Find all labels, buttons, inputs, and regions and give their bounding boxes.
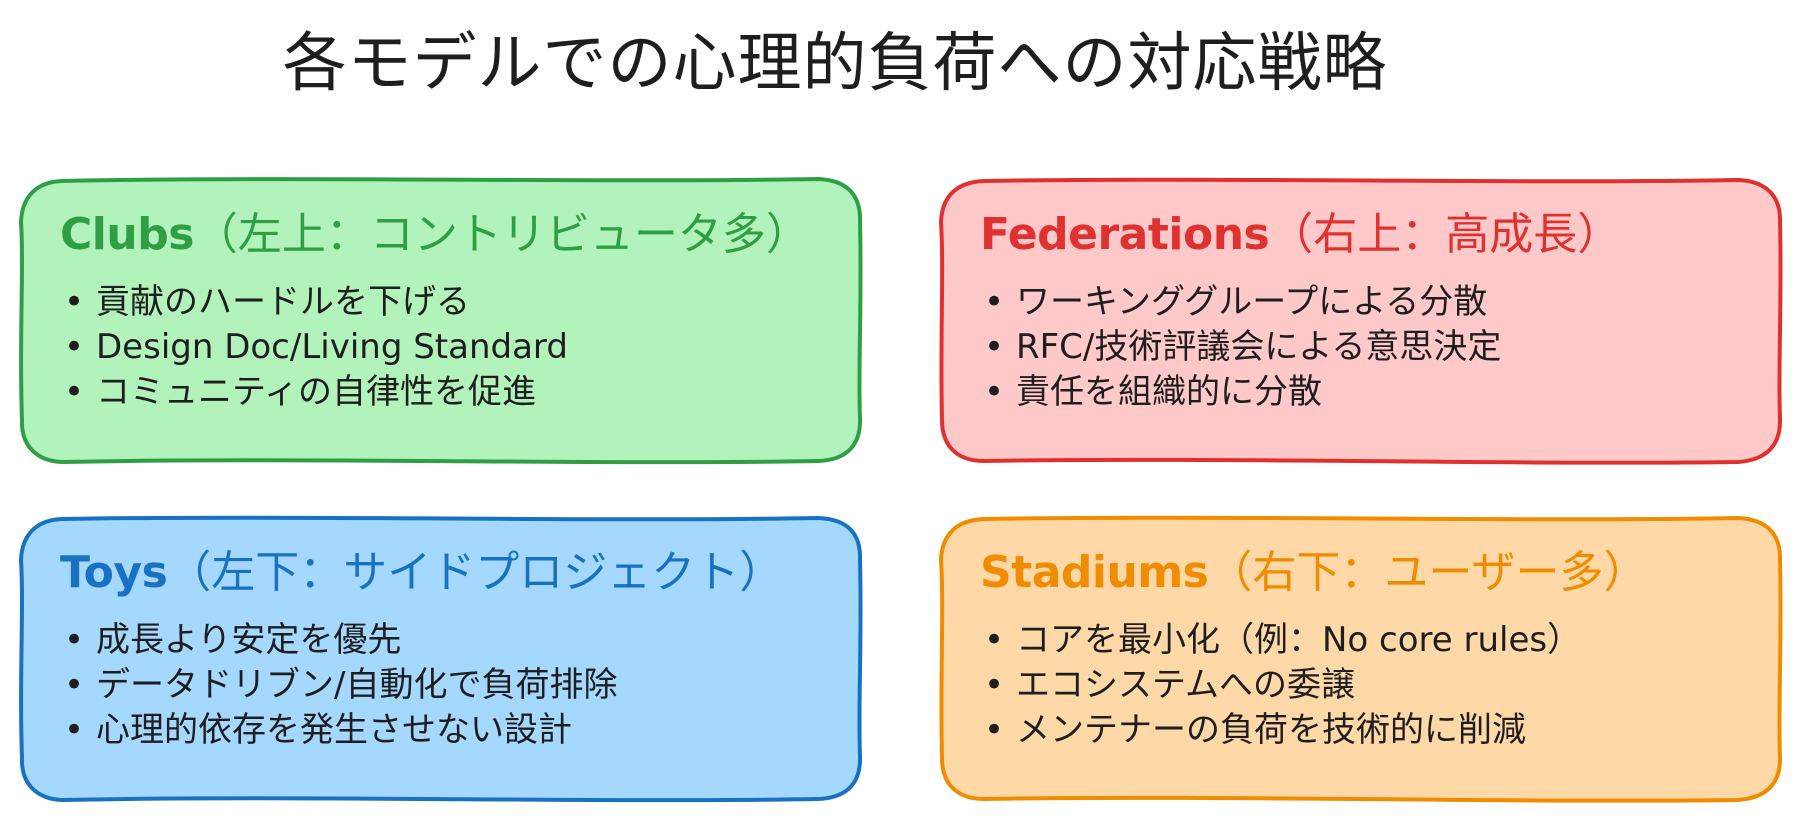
card-name-stadiums: Stadiums: [980, 547, 1209, 598]
list-item: •コアを最小化（例：No core rules）: [980, 618, 1746, 663]
card-federations: Federations（右上：高成長） •ワーキンググループによる分散 •RFC…: [942, 182, 1780, 460]
list-item: •心理的依存を発生させない設計: [60, 708, 826, 753]
bullet: •: [984, 372, 1005, 412]
card-list-federations: •ワーキンググループによる分散 •RFC/技術評議会による意思決定 •責任を組織…: [980, 280, 1746, 415]
card-list-toys: •成長より安定を優先 •データドリブン/自動化で負荷排除 •心理的依存を発生させ…: [60, 618, 826, 753]
list-item: •メンテナーの負荷を技術的に削減: [980, 708, 1746, 753]
list-item: •ワーキンググループによる分散: [980, 280, 1746, 325]
bullet: •: [64, 710, 85, 750]
card-heading-federations: Federations（右上：高成長）: [980, 206, 1746, 264]
bullet: •: [64, 282, 85, 322]
list-item: •成長より安定を優先: [60, 618, 826, 663]
bullet: •: [984, 282, 1005, 322]
diagram-title: 各モデルでの心理的負荷への対応戦略: [282, 27, 1388, 101]
card-list-stadiums: •コアを最小化（例：No core rules） •エコシステムへの委譲 •メン…: [980, 618, 1746, 753]
card-subtitle-federations: （右上：高成長）: [1269, 209, 1622, 260]
card-heading-clubs: Clubs（左上：コントリビュータ多）: [60, 206, 826, 264]
bullet: •: [984, 665, 1005, 705]
list-item: •データドリブン/自動化で負荷排除: [60, 663, 826, 708]
bullet: •: [64, 620, 85, 660]
bullet: •: [984, 710, 1005, 750]
bullet: •: [64, 372, 85, 412]
card-stadiums: Stadiums（右下：ユーザー多） •コアを最小化（例：No core rul…: [942, 520, 1780, 798]
list-item: •RFC/技術評議会による意思決定: [980, 325, 1746, 370]
card-subtitle-stadiums: （右下：ユーザー多）: [1208, 547, 1648, 598]
bullet: •: [984, 620, 1005, 660]
card-name-clubs: Clubs: [60, 209, 194, 260]
card-subtitle-toys: （左下：サイドプロジェクト）: [167, 547, 784, 598]
list-item: •エコシステムへの委譲: [980, 663, 1746, 708]
list-item: •Design Doc/Living Standard: [60, 325, 826, 370]
card-name-toys: Toys: [60, 547, 168, 598]
card-subtitle-clubs: （左上：コントリビュータ多）: [193, 209, 810, 260]
card-heading-toys: Toys（左下：サイドプロジェクト）: [60, 544, 826, 602]
list-item: •貢献のハードルを下げる: [60, 280, 826, 325]
list-item: •責任を組織的に分散: [980, 370, 1746, 415]
list-item: •コミュニティの自律性を促進: [60, 370, 826, 415]
bullet: •: [984, 327, 1005, 367]
card-list-clubs: •貢献のハードルを下げる •Design Doc/Living Standard…: [60, 280, 826, 415]
card-name-federations: Federations: [980, 209, 1270, 260]
card-toys: Toys（左下：サイドプロジェクト） •成長より安定を優先 •データドリブン/自…: [22, 520, 860, 798]
bullet: •: [64, 327, 85, 367]
card-heading-stadiums: Stadiums（右下：ユーザー多）: [980, 544, 1746, 602]
card-clubs: Clubs（左上：コントリビュータ多） •貢献のハードルを下げる •Design…: [22, 182, 860, 460]
bullet: •: [64, 665, 85, 705]
